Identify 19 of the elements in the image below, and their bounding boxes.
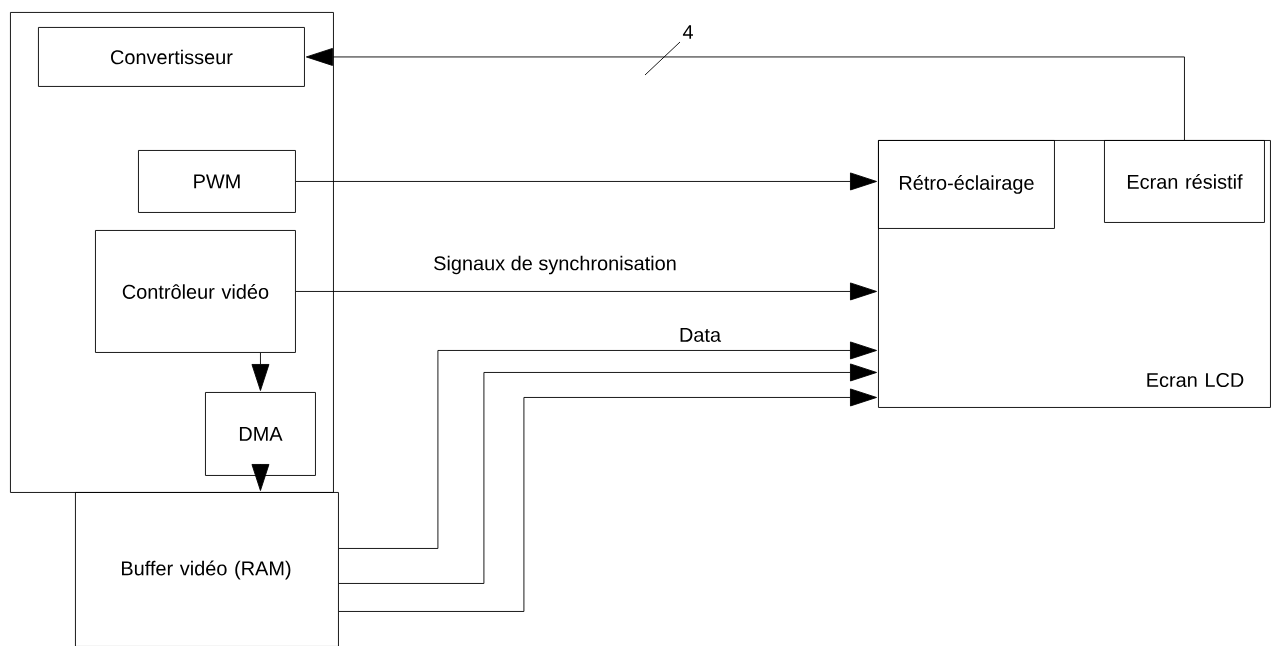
arrow (338, 388, 877, 612)
arrow (338, 341, 877, 549)
edge-label: Signaux de synchronisation (434, 255, 676, 275)
arrow (251, 463, 270, 491)
chip-box (10, 12, 334, 493)
block-box: Contrôleur vidéo (95, 230, 296, 353)
block-box: Ecran résistif (1104, 140, 1265, 223)
edge-label: Data (680, 328, 722, 342)
arrow (338, 363, 877, 584)
block-box: PWM (138, 150, 296, 213)
block-box: Convertisseur (38, 27, 305, 87)
arrow (251, 352, 270, 391)
memory-box: Buffer vidéo (RAM) (75, 492, 339, 646)
arrow (295, 172, 877, 191)
block-box: DMA (205, 392, 316, 476)
arrow (295, 282, 877, 301)
block-box: Rétro-éclairage (878, 140, 1055, 229)
arrow (305, 48, 1185, 141)
edge-label: 4 (682, 25, 693, 39)
